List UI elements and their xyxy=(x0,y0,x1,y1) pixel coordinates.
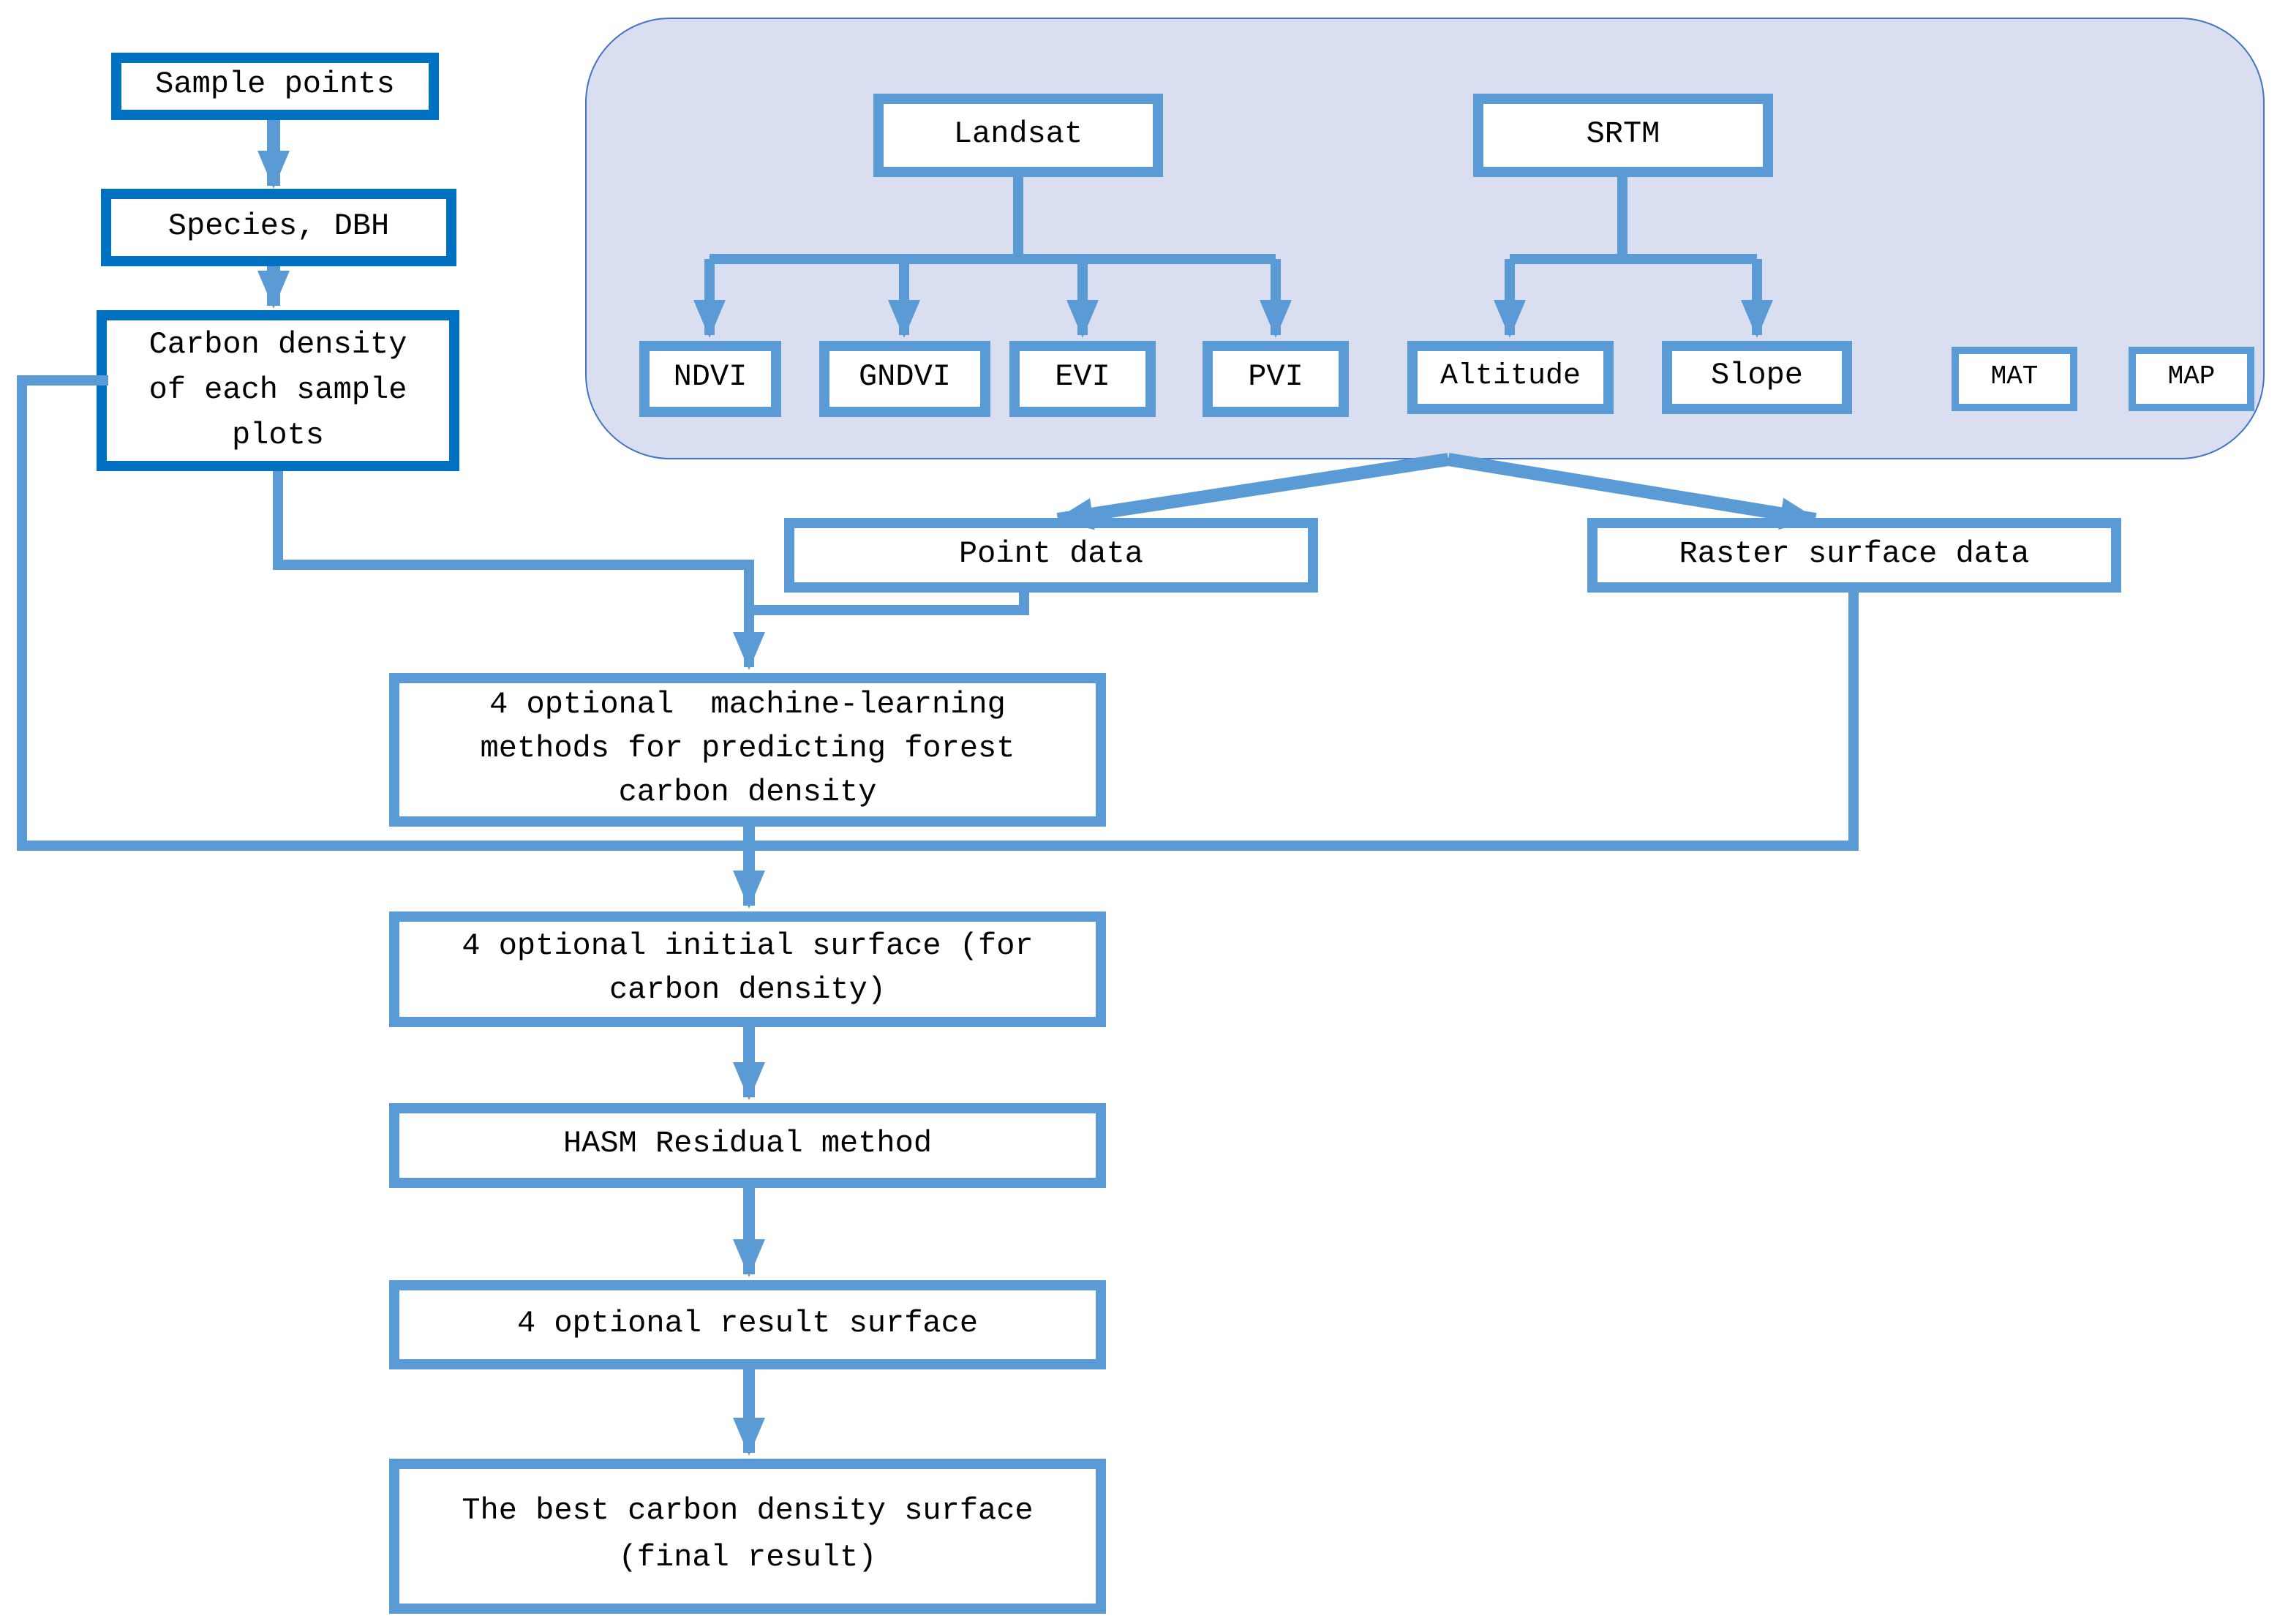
node-pvi: PVI xyxy=(1203,341,1349,417)
node-point-data: Point data xyxy=(784,518,1318,593)
node-raster-surface-data: Raster surface data xyxy=(1587,518,2121,593)
node-evi: EVI xyxy=(1009,341,1156,417)
node-ndvi: NDVI xyxy=(639,341,781,417)
node-mat: MAT xyxy=(1952,347,2077,411)
edge-panel-pointdata xyxy=(1055,453,1450,530)
node-initial-surface: 4 optional initial surface (for carbon d… xyxy=(389,911,1106,1027)
node-gndvi: GNDVI xyxy=(819,341,990,417)
node-altitude: Altitude xyxy=(1407,341,1614,414)
node-best-carbon-density-surface: The best carbon density surface (final r… xyxy=(389,1459,1106,1614)
edge-panel-rasterdata xyxy=(1447,453,1818,530)
edge-pointdata-mlmethods xyxy=(749,593,1029,615)
node-carbon-density-plots: Carbon density of each sample plots xyxy=(97,310,459,471)
node-sample-points: Sample points xyxy=(111,53,439,120)
node-slope: Slope xyxy=(1662,341,1852,414)
node-species-dbh: Species, DBH xyxy=(101,189,456,266)
node-hasm-residual-method: HASM Residual method xyxy=(389,1103,1106,1188)
node-map: MAP xyxy=(2129,347,2254,411)
node-result-surface: 4 optional result surface xyxy=(389,1280,1106,1369)
node-ml-methods: 4 optional machine-learning methods for … xyxy=(389,673,1106,827)
node-landsat: Landsat xyxy=(873,94,1163,177)
edge-carbon-mlmethods xyxy=(273,471,765,670)
node-srtm: SRTM xyxy=(1473,94,1773,177)
